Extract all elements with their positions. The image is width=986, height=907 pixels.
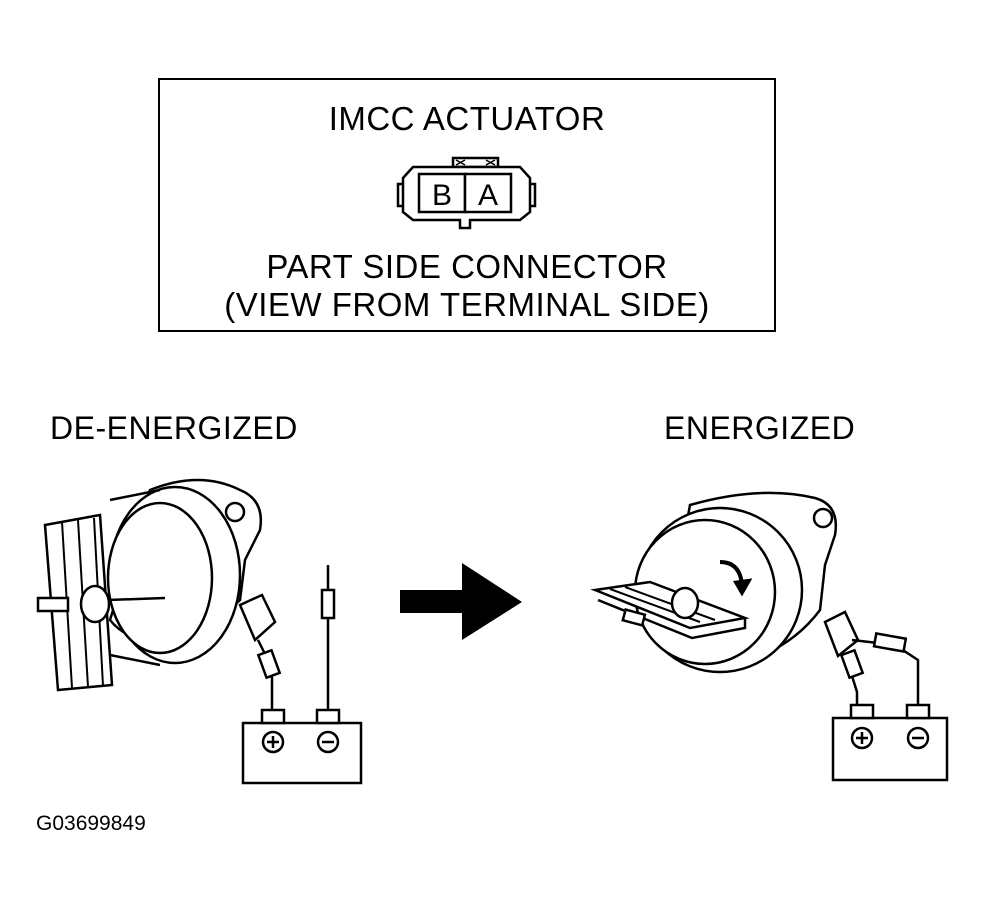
energized-label: ENERGIZED xyxy=(664,410,856,446)
battery-right xyxy=(831,703,949,782)
transition-arrow xyxy=(400,563,522,640)
terminal-a-label: A xyxy=(478,179,498,212)
connector-icon: B A xyxy=(396,156,537,230)
connector-panel: IMCC ACTUATOR PART SIDE CONNECTOR (VIEW … xyxy=(158,78,776,332)
connector-caption-line1: PART SIDE CONNECTOR xyxy=(266,248,668,285)
battery-left xyxy=(241,565,363,785)
figure-id: G03699849 xyxy=(36,812,146,835)
actuator-de-energized xyxy=(36,478,282,710)
actuator-energized xyxy=(590,491,920,713)
connector-caption-line2: (VIEW FROM TERMINAL SIDE) xyxy=(224,286,710,323)
terminal-b-label: B xyxy=(432,179,452,212)
de-energized-label: DE-ENERGIZED xyxy=(50,410,298,446)
actuator-title: IMCC ACTUATOR xyxy=(328,100,606,137)
